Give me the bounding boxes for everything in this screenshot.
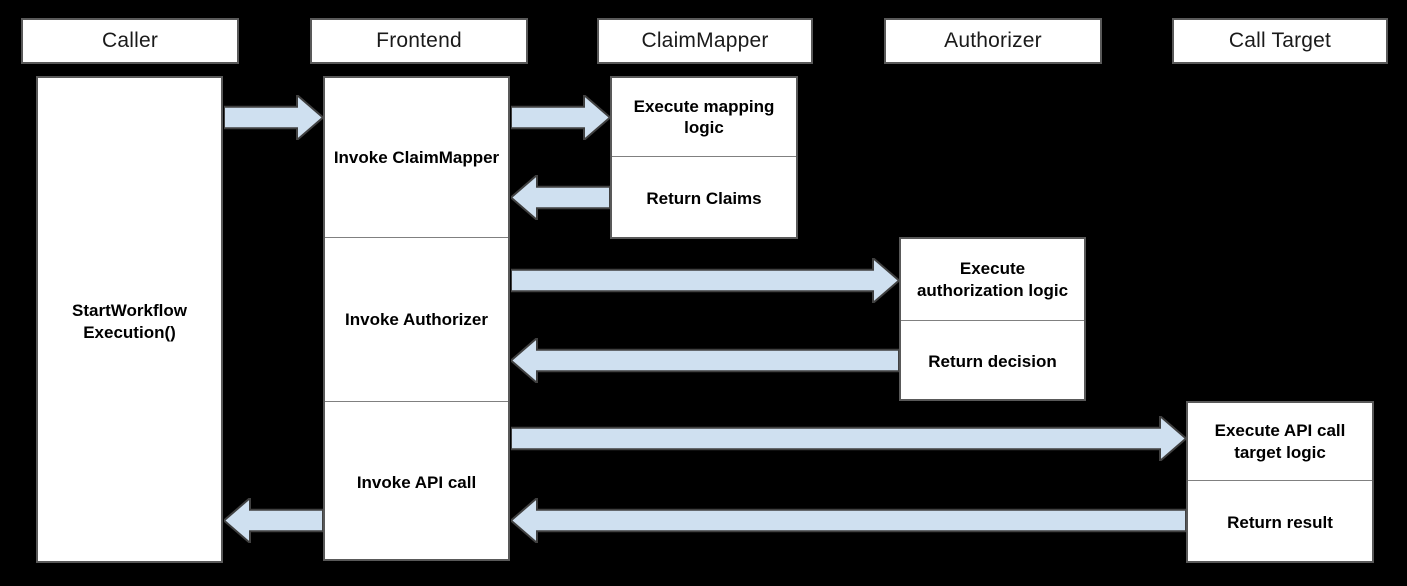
participant-header-calltarget[interactable]: Call Target (1172, 18, 1388, 64)
lifeline-segment[interactable]: Invoke Authorizer (325, 238, 508, 402)
arrow-shape (511, 338, 899, 383)
arrow-shape (224, 498, 323, 543)
message-arrow-frontend-to-calltarget[interactable] (511, 416, 1186, 461)
lifeline-segment[interactable]: Invoke ClaimMapper (325, 78, 508, 238)
participant-label: ClaimMapper (641, 29, 769, 53)
participant-header-caller[interactable]: Caller (21, 18, 239, 64)
message-arrow-frontend-to-claimmapper[interactable] (511, 95, 610, 140)
message-arrow-authorizer-to-frontend[interactable] (511, 338, 899, 383)
message-arrow-claimmapper-to-frontend[interactable] (511, 175, 610, 220)
arrow-shape (224, 95, 323, 140)
message-arrow-frontend-to-authorizer[interactable] (511, 258, 899, 303)
lifeline-caller-lifeline: StartWorkflow Execution() (36, 76, 223, 563)
lifeline-segment[interactable]: Execute authorization logic (901, 239, 1084, 321)
lifeline-segment[interactable]: Return Claims (646, 189, 762, 209)
lifeline-segment[interactable]: Return result (1227, 513, 1333, 533)
arrow-shape (511, 258, 899, 303)
participant-label: Authorizer (944, 29, 1042, 53)
message-arrow-calltarget-to-frontend[interactable] (511, 498, 1186, 543)
lifeline-segment[interactable]: StartWorkflow Execution() (72, 301, 187, 342)
participant-header-frontend[interactable]: Frontend (310, 18, 528, 64)
arrow-shape (511, 498, 1186, 543)
message-arrow-frontend-to-caller[interactable] (224, 498, 323, 543)
lifeline-segment[interactable]: Invoke API call (356, 472, 477, 492)
participant-label: Caller (101, 29, 159, 53)
lifeline-segment[interactable]: Execute API call target logic (1188, 403, 1372, 481)
lifeline-segment[interactable]: Execute mapping logic (612, 78, 796, 157)
arrow-shape (511, 416, 1186, 461)
participant-label: Call Target (1228, 29, 1332, 53)
lifeline-segment[interactable]: Return decision (928, 352, 1057, 372)
participant-header-claimmapper[interactable]: ClaimMapper (597, 18, 813, 64)
message-arrow-caller-to-frontend[interactable] (224, 95, 323, 140)
participant-header-authorizer[interactable]: Authorizer (884, 18, 1102, 64)
arrow-shape (511, 175, 610, 220)
participant-label: Frontend (376, 29, 462, 53)
arrow-shape (511, 95, 610, 140)
